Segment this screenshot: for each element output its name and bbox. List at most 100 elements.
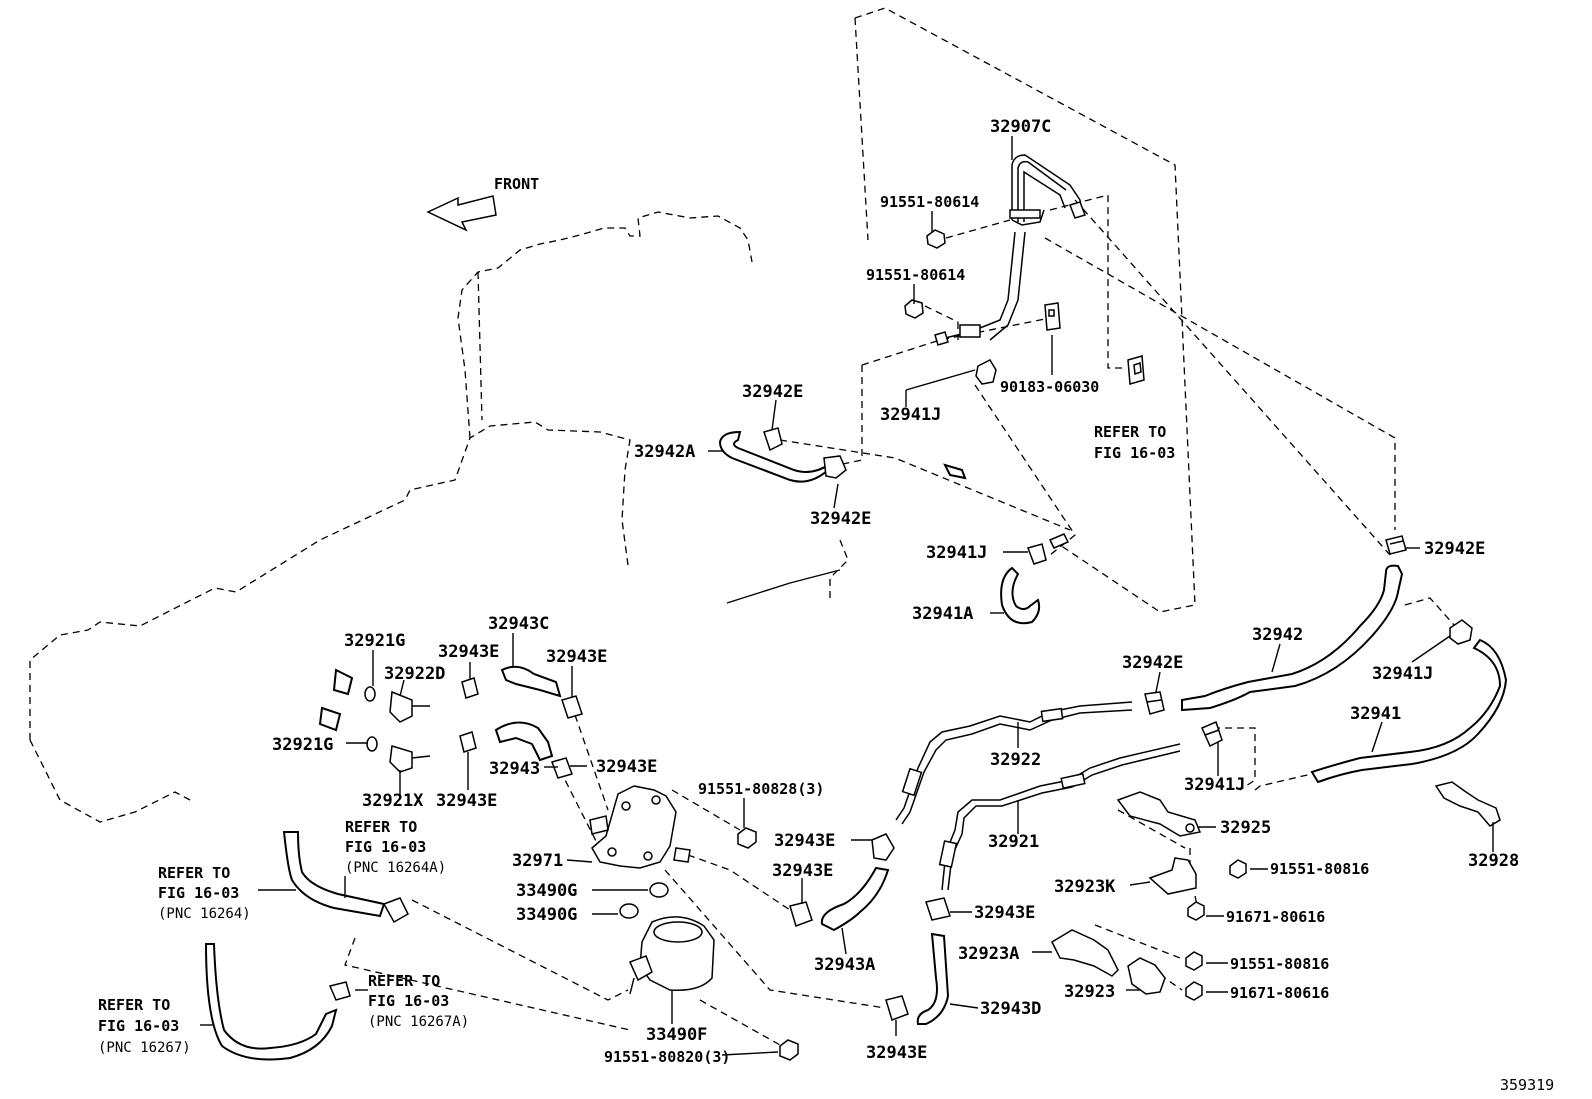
- union-32922d: [389, 690, 430, 723]
- label-32942e-b: 32942E: [810, 509, 871, 529]
- part-labels: 32907C 91551-80614 91551-80614 90183-060…: [272, 117, 1519, 1066]
- canister-33490f: [628, 916, 715, 995]
- svg-text:(PNC 16264A): (PNC 16264A): [345, 860, 446, 876]
- label-91551-80614-b: 91551-80614: [866, 266, 965, 284]
- label-32943a: 32943A: [814, 955, 875, 975]
- label-32923a: 32923A: [958, 944, 1019, 964]
- svg-text:REFER TO: REFER TO: [158, 864, 230, 882]
- front-arrow-icon: [426, 195, 497, 232]
- label-32921x: 32921X: [362, 791, 424, 811]
- bolt-91551-80820: [779, 1039, 799, 1061]
- clamp-32943e-e: [871, 833, 895, 861]
- clamp-32942e-b: [823, 455, 847, 479]
- svg-text:FIG 16-03: FIG 16-03: [345, 838, 426, 856]
- label-32943c: 32943C: [488, 614, 549, 634]
- label-32941j-b: 32941J: [926, 543, 987, 563]
- pipe-assembly-32907c: [934, 154, 1086, 346]
- bolt-91671-80616-b: [1185, 981, 1203, 1001]
- label-32923k: 32923K: [1054, 877, 1116, 897]
- label-91551-80828: 91551-80828(3): [698, 780, 824, 798]
- valve-32971: [589, 785, 691, 869]
- clamp-pnc-16264a: [382, 897, 409, 924]
- hose-segment: [943, 463, 967, 480]
- bracket-32923k: [1148, 857, 1197, 895]
- label-32971: 32971: [512, 851, 563, 871]
- refer-note-5: REFER TO FIG 16-03 (PNC 16267): [98, 996, 191, 1056]
- label-32942e-a: 32942E: [742, 382, 803, 402]
- svg-text:(PNC 16264): (PNC 16264): [158, 906, 251, 922]
- label-32921: 32921: [988, 832, 1039, 852]
- label-32943e-f: 32943E: [772, 861, 833, 881]
- bolt-91551-80614-upper: [926, 219, 1011, 249]
- label-32941a: 32941A: [912, 604, 973, 624]
- label-32943e-h: 32943E: [866, 1043, 927, 1063]
- clamp-pnc-16267a: [328, 981, 351, 1001]
- union-32921x: [389, 745, 431, 773]
- hose-32943c: [500, 665, 562, 698]
- label-91671-80616-a: 91671-80616: [1226, 908, 1325, 926]
- svg-text:REFER TO: REFER TO: [98, 996, 170, 1014]
- hose-32943a: [820, 866, 890, 932]
- o-ring-33490g-b: [619, 903, 639, 919]
- clamp-32943e-g: [925, 897, 951, 921]
- bolt-91551-80614-lower: [904, 299, 959, 340]
- clamp-32943e-f: [789, 901, 813, 927]
- svg-text:REFER TO: REFER TO: [368, 972, 440, 990]
- bracket-32925: [1116, 791, 1202, 837]
- clamp-32943e-d: [459, 731, 477, 753]
- label-91551-80820: 91551-80820(3): [604, 1048, 730, 1066]
- label-32922d: 32922D: [384, 664, 445, 684]
- svg-text:FIG 16-03: FIG 16-03: [368, 992, 449, 1010]
- label-32943: 32943: [489, 759, 540, 779]
- svg-text:REFER TO: REFER TO: [1094, 423, 1166, 441]
- pipe-end: [1048, 533, 1070, 549]
- pipe-32922: [895, 701, 1133, 825]
- bracket-32923: [1127, 957, 1166, 995]
- label-91671-80616-b: 91671-80616: [1230, 984, 1329, 1002]
- hose-pnc-16267: [204, 943, 338, 1061]
- bolt-91551-80816-a: [1229, 859, 1247, 879]
- label-33490g-b: 33490G: [516, 905, 577, 925]
- hose-32942a: [718, 430, 832, 483]
- bolt-91671-80616-a: [1187, 901, 1205, 921]
- o-ring-33490g-a: [649, 882, 669, 898]
- label-32942e-d: 32942E: [1122, 653, 1183, 673]
- clamp-32943e-b: [561, 695, 583, 719]
- transmission-outline: [29, 211, 849, 823]
- label-33490g-a: 33490G: [516, 881, 577, 901]
- svg-text:REFER TO: REFER TO: [345, 818, 417, 836]
- label-91551-80816-b: 91551-80816: [1230, 955, 1329, 973]
- pipe-32921: [938, 743, 1181, 891]
- label-32942a: 32942A: [634, 442, 695, 462]
- hose-32941: [1310, 638, 1508, 784]
- label-32943e-e: 32943E: [774, 831, 835, 851]
- label-32941j-d: 32941J: [1184, 775, 1245, 795]
- clamp-32943e-a: [461, 677, 479, 699]
- label-91551-80614-a: 91551-80614: [880, 193, 979, 211]
- svg-text:FIG 16-03: FIG 16-03: [1094, 444, 1175, 462]
- hose-32943d: [916, 932, 950, 1025]
- label-33490f: 33490F: [646, 1025, 707, 1045]
- label-32942: 32942: [1252, 625, 1303, 645]
- clamp-32942e-a: [763, 427, 783, 452]
- label-32943e-c: 32943E: [596, 757, 657, 777]
- label-32941: 32941: [1350, 704, 1401, 724]
- svg-text:(PNC 16267A): (PNC 16267A): [368, 1014, 469, 1030]
- svg-text:FIG 16-03: FIG 16-03: [98, 1017, 179, 1035]
- clamp-32942e-c: [1385, 535, 1407, 555]
- bracket-area-frame: [779, 7, 1456, 627]
- label-32921g-a: 32921G: [344, 631, 405, 651]
- refer-note-3: REFER TO FIG 16-03 (PNC 16264): [158, 864, 251, 922]
- bolt-91551-80816-b: [1185, 951, 1203, 971]
- clamp-32941j-d: [1201, 720, 1223, 748]
- clamp-32943e-c: [551, 757, 573, 779]
- label-32921g-b: 32921G: [272, 735, 333, 755]
- hose-32943: [494, 721, 554, 762]
- clip-refer-fig-16-03: [1127, 355, 1145, 385]
- refer-note-4: REFER TO FIG 16-03 (PNC 16267A): [368, 972, 469, 1030]
- bracket-32923a: [1051, 929, 1119, 977]
- label-32943d: 32943D: [980, 999, 1041, 1019]
- bracket-32928: [1434, 781, 1501, 827]
- fitting-32921g-lower: [318, 706, 378, 752]
